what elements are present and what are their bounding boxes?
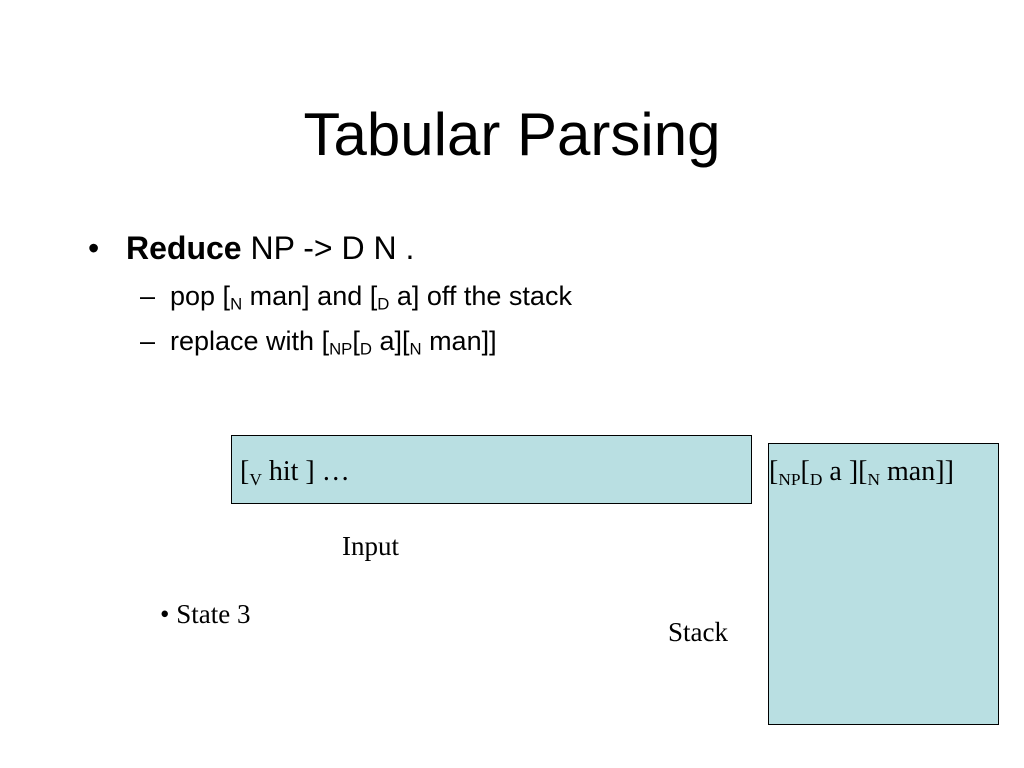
- stack-box-content: [NP[D a ][N man]]: [769, 455, 954, 489]
- replace-sub-1: NP: [329, 339, 353, 359]
- replace-sub-3: N: [409, 339, 422, 359]
- stack-sub-1: NP: [778, 469, 801, 489]
- stack-text-2: [: [800, 456, 810, 487]
- sub-marker: –: [140, 326, 156, 356]
- stack-box: [768, 443, 999, 725]
- sub-bullet-replace: –replace with [NP[D a][N man]]: [140, 324, 497, 358]
- input-sub-1: V: [249, 469, 262, 489]
- replace-text-2: [: [352, 326, 360, 356]
- input-box: [231, 435, 752, 504]
- replace-sub-2: D: [359, 339, 372, 359]
- pop-sub-2: D: [377, 294, 390, 314]
- slide-title: Tabular Parsing: [303, 101, 721, 168]
- stack-text-4: man]]: [880, 456, 954, 487]
- state-label: • State 3: [160, 599, 251, 629]
- stack-sub-3: N: [867, 469, 881, 489]
- input-box-content: [V hit ] …: [240, 455, 350, 489]
- bullet-keyword: Reduce: [126, 230, 242, 266]
- input-text-1: [: [240, 456, 250, 487]
- pop-text-1: pop [: [170, 281, 231, 311]
- pop-text-3: a] off the stack: [389, 281, 572, 311]
- stack-sub-2: D: [809, 469, 823, 489]
- sub-bullet-pop: –pop [N man] and [D a] off the stack: [140, 279, 572, 313]
- input-label: Input: [342, 531, 399, 561]
- replace-text-3: a][: [371, 326, 410, 356]
- replace-text-1: replace with [: [170, 326, 330, 356]
- stack-label: Stack: [668, 617, 728, 647]
- sub-marker: –: [140, 281, 156, 311]
- pop-text-2: man] and [: [242, 281, 378, 311]
- bullet-rule: NP -> D N .: [250, 230, 415, 266]
- bullet-reduce: • Reduce NP -> D N .: [88, 226, 414, 270]
- replace-text-4: man]]: [421, 326, 497, 356]
- pop-sub-1: N: [230, 294, 243, 314]
- input-text-2: hit ] …: [261, 456, 350, 487]
- stack-text-3: a ][: [822, 456, 868, 487]
- stack-text-1: [: [769, 456, 779, 487]
- bullet-marker: •: [88, 230, 100, 266]
